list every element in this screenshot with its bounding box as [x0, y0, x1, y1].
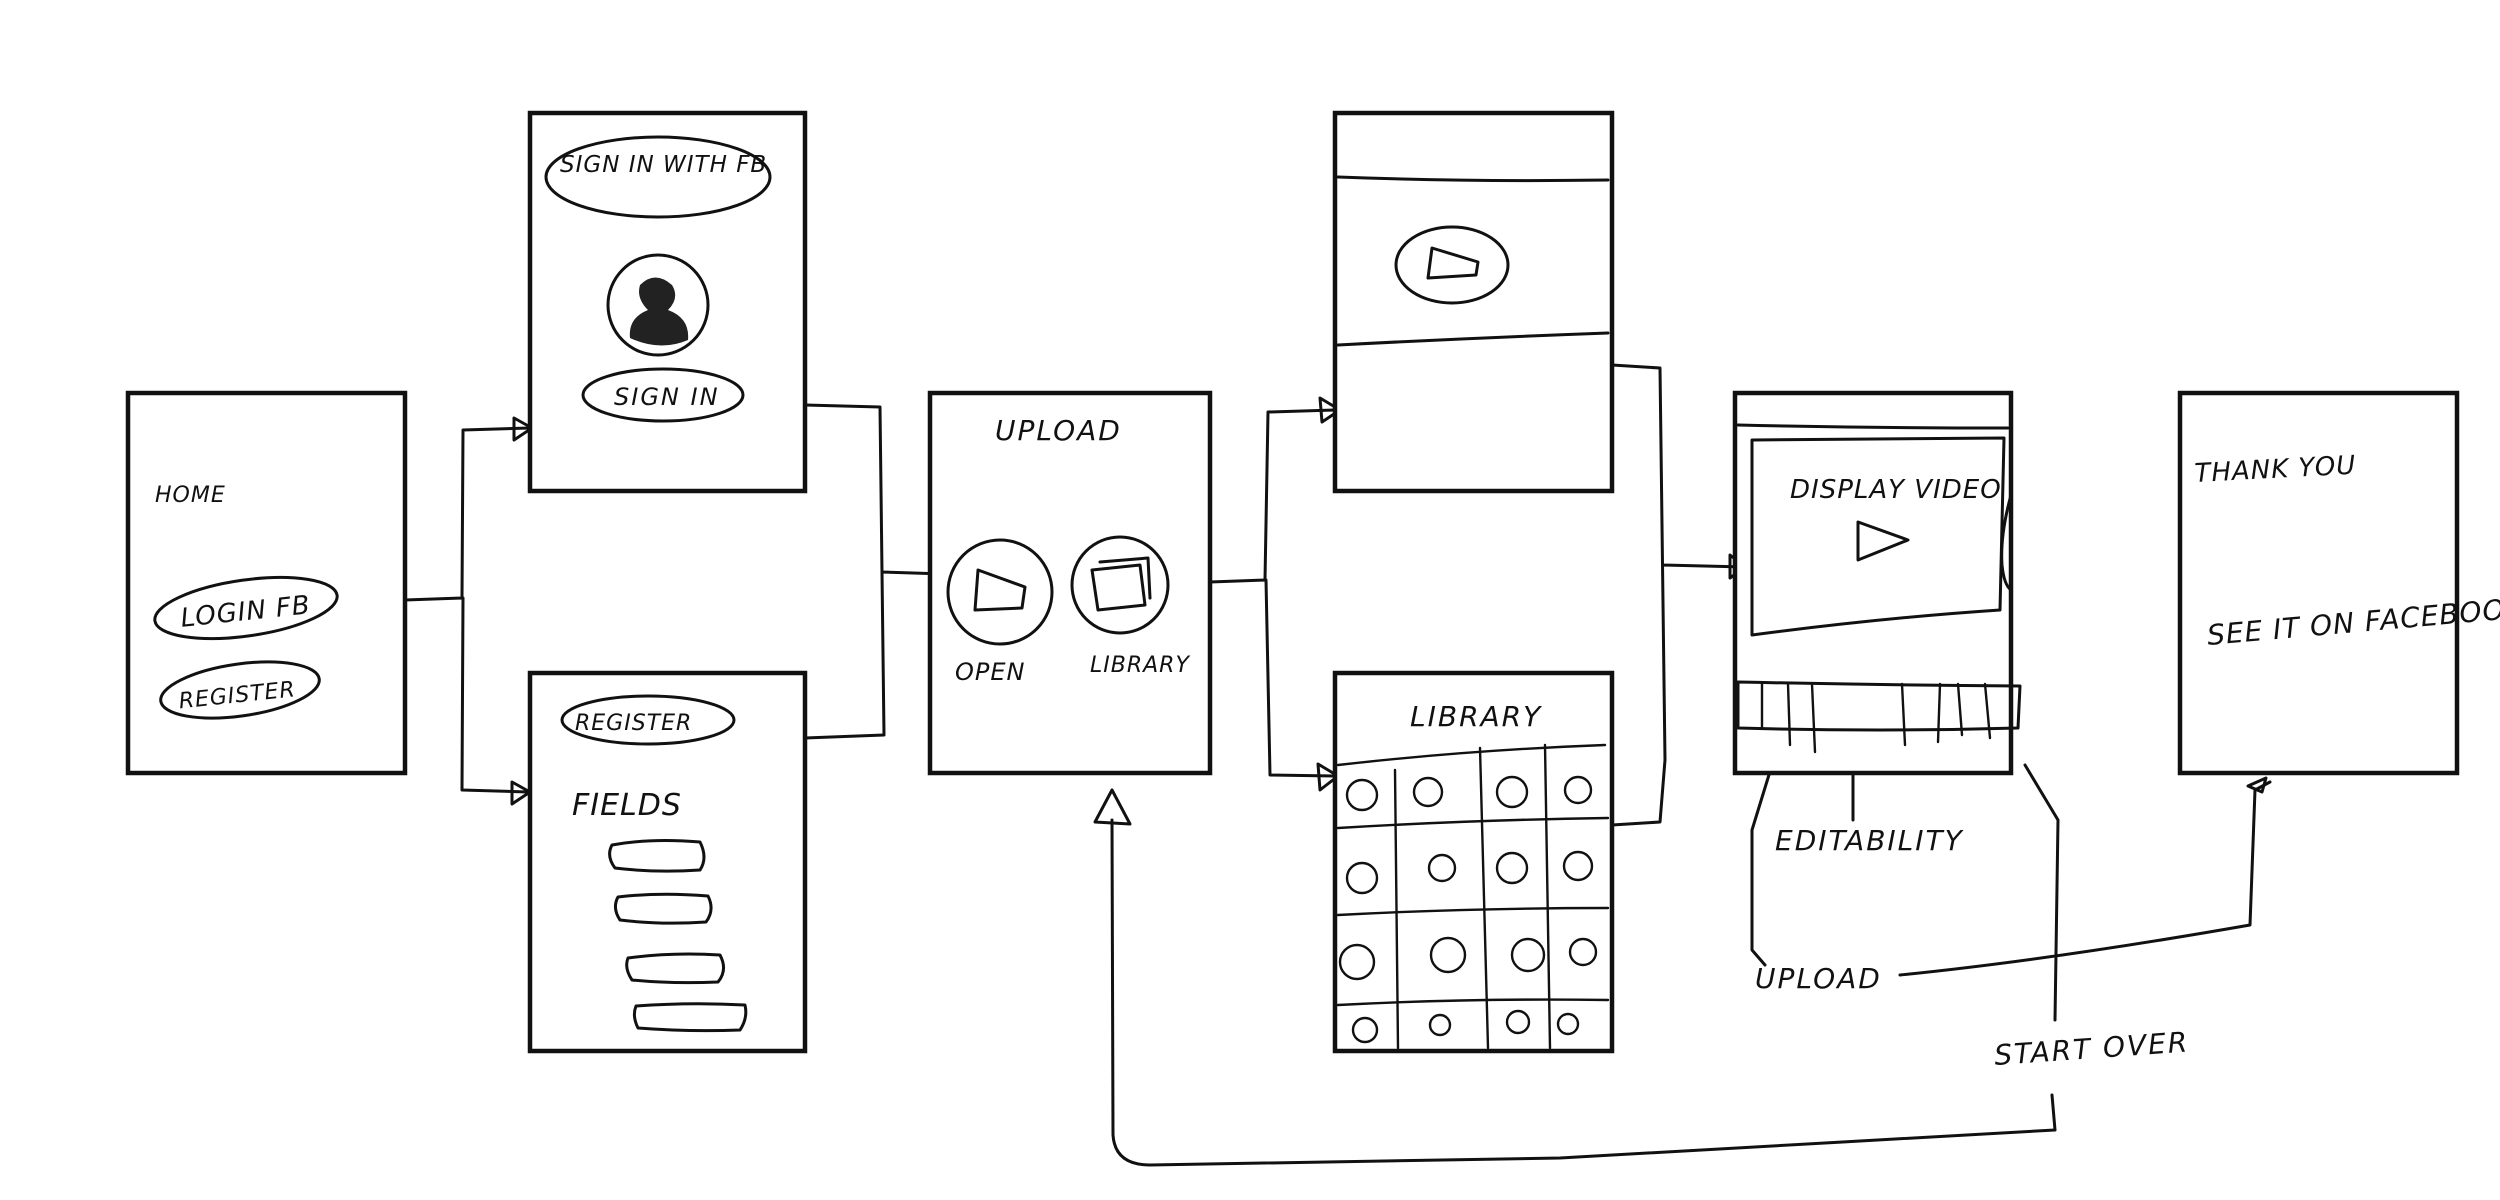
signin-button-label: SIGN IN [614, 383, 720, 411]
arrowhead-register [510, 780, 532, 806]
library-thumb[interactable] [1563, 775, 1593, 805]
register-field-1[interactable] [608, 839, 706, 873]
connector-signin-upload [803, 403, 947, 740]
library-thumb[interactable] [1427, 853, 1457, 883]
display-top-line [1736, 423, 2010, 430]
start-over-label: START OVER [1993, 1025, 2190, 1072]
video-open-play-button[interactable] [1394, 225, 1510, 305]
upload-title: UPLOAD [995, 414, 1122, 447]
timeline-tick [1810, 682, 1817, 754]
thankyou-frame [2177, 390, 2460, 776]
connector-to-display [1610, 363, 1747, 827]
video-open-divider-top [1336, 175, 1610, 183]
library-thumb[interactable] [1428, 1013, 1452, 1037]
library-thumb[interactable] [1510, 937, 1546, 973]
open-circle-button[interactable] [946, 538, 1054, 646]
connector-start-over [1110, 763, 2060, 1167]
timeline-tick [1983, 682, 1992, 740]
library-grid-hline [1336, 906, 1610, 917]
library-label: LIBRARY [1090, 653, 1190, 678]
connector-upload-thankyou [1898, 780, 2272, 977]
library-thumb[interactable] [1562, 850, 1594, 882]
annotations: EDITABILITY UPLOAD START OVER [1755, 824, 2190, 1072]
signin-button[interactable] [581, 367, 745, 423]
editability-label: EDITABILITY [1775, 824, 1964, 857]
signin-fb-label: SIGN IN WITH FB [560, 152, 767, 178]
register-title: REGISTER [575, 711, 692, 736]
register-button[interactable] [157, 653, 323, 727]
screen-thankyou: THANK YOU SEE IT ON FACEBOOK [2177, 390, 2500, 776]
open-label: OPEN [955, 658, 1025, 686]
library-thumb[interactable] [1505, 1009, 1531, 1035]
library-thumb[interactable] [1338, 943, 1376, 981]
screen-display: DISPLAY VIDEO [1732, 390, 2022, 776]
timeline-tick [1900, 682, 1907, 747]
display-video-area[interactable] [1750, 436, 2006, 637]
open-play-icon [973, 568, 1027, 612]
arrowhead-start-over [1093, 788, 1132, 826]
screen-library: LIBRARY [1332, 670, 1615, 1054]
display-timeline-strip[interactable] [1736, 680, 2022, 732]
screen-video-open [1332, 110, 1615, 494]
upload-annotation-label: UPLOAD [1755, 962, 1882, 995]
display-title: DISPLAY VIDEO [1790, 475, 2002, 505]
video-open-divider-bottom [1336, 331, 1610, 347]
register-header-pill [560, 694, 736, 746]
library-circle-button[interactable] [1070, 535, 1170, 635]
login-fb-button[interactable] [151, 567, 341, 648]
display-side-scroll[interactable] [2000, 493, 2013, 592]
video-open-frame [1332, 110, 1615, 494]
screen-register: REGISTER FIELDS [527, 670, 808, 1054]
avatar-circle [606, 253, 710, 357]
arrowhead-library [1316, 762, 1340, 792]
home-title: HOME [155, 483, 226, 508]
library-thumb[interactable] [1568, 937, 1598, 967]
display-frame [1732, 390, 2014, 776]
signin-fb-button[interactable] [544, 135, 772, 219]
library-thumb[interactable] [1345, 861, 1379, 895]
library-frame [1332, 670, 1615, 1054]
arrowhead-top [1318, 396, 1342, 424]
arrowhead-signin [512, 416, 534, 442]
register-frame [527, 670, 808, 1054]
library-thumb[interactable] [1351, 1016, 1379, 1044]
home-frame [125, 390, 408, 776]
library-thumb[interactable] [1429, 936, 1467, 974]
library-grid-hline [1336, 816, 1610, 830]
screen-home: HOME LOGIN FB REGISTER [125, 390, 408, 776]
register-field-4[interactable] [632, 1002, 748, 1033]
library-grid-hline [1336, 998, 1610, 1007]
library-thumb[interactable] [1495, 775, 1529, 809]
library-thumbnails [1338, 775, 1598, 1044]
timeline-tick [1936, 682, 1942, 744]
library-grid-vline [1478, 746, 1490, 1050]
connector-home-split [403, 426, 532, 794]
register-field-3[interactable] [625, 952, 725, 985]
screen-upload: UPLOAD OPEN LIBRARY [927, 390, 1213, 776]
library-grid [1336, 743, 1610, 1050]
display-play-icon [1856, 520, 1910, 562]
timeline-tick [1956, 682, 1964, 737]
arrowhead-thankyou [2246, 776, 2268, 794]
library-title: LIBRARY [1410, 700, 1542, 733]
library-thumb[interactable] [1495, 851, 1529, 885]
avatar-icon [629, 277, 689, 346]
video-open-play-icon [1426, 246, 1480, 280]
library-stack-icon [1090, 556, 1152, 612]
library-thumb[interactable] [1412, 776, 1444, 808]
library-thumb[interactable] [1556, 1012, 1580, 1036]
register-field-2[interactable] [613, 892, 713, 925]
library-grid-vline [1393, 768, 1400, 1050]
library-grid-vline [1543, 743, 1552, 1050]
connector-upload-split [1208, 408, 1337, 778]
library-thumb[interactable] [1345, 778, 1379, 812]
screen-signin: SIGN IN WITH FB SIGN IN [527, 110, 808, 494]
fields-label: FIELDS [572, 788, 682, 823]
connector-upload-bracket [1750, 763, 1774, 967]
timeline-tick [1786, 682, 1792, 747]
timeline-ticks [1760, 682, 1992, 754]
library-grid-hline [1336, 743, 1607, 767]
